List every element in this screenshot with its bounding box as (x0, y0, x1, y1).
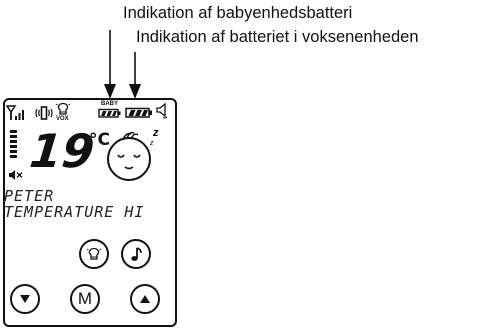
arrow-down-icon (19, 294, 31, 304)
baby-label: BABY (101, 101, 118, 107)
music-button[interactable] (121, 239, 151, 269)
arrowhead-parent (129, 84, 141, 99)
sleeping-baby-icon: z z (107, 126, 163, 184)
speaker-icon (155, 102, 169, 120)
arrow-up-icon (139, 294, 151, 304)
menu-button-label: M (78, 289, 92, 309)
nightlight-button[interactable] (79, 239, 109, 269)
nightlight-icon (86, 246, 102, 262)
vibrate-icon (34, 105, 54, 121)
sleep-z-large: z (152, 127, 159, 139)
menu-button[interactable]: M (70, 284, 100, 314)
parent-battery-icon (125, 107, 153, 119)
baby-battery-icon (98, 108, 122, 119)
arrowhead-baby (104, 84, 116, 99)
nightlight-icon (55, 101, 71, 117)
mute-icon (8, 169, 24, 181)
display-status-line: TEMPERATURE HI (4, 203, 144, 221)
antenna-signal-icon (6, 104, 30, 122)
down-button[interactable] (10, 284, 40, 314)
temperature-value: 19 (28, 128, 97, 174)
volume-level-icon (9, 129, 19, 165)
music-note-icon (129, 246, 143, 262)
sleep-z-small: z (149, 140, 154, 147)
up-button[interactable] (130, 284, 160, 314)
vox-label: VOX (56, 116, 69, 122)
